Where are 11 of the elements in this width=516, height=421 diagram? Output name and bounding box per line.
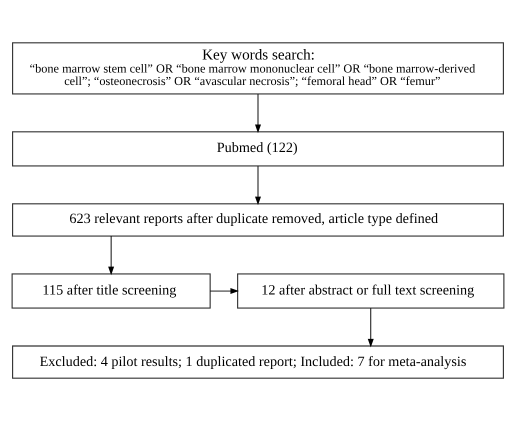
node-box: 12 after abstract or full text screening: [237, 273, 504, 309]
node-box: Excluded: 4 pilot results; 1 duplicated report; Included: 7 for meta-analysis: [12, 345, 504, 379]
node-box: 115 after title screening: [12, 273, 211, 309]
node-box: Key words search: “bone marrow stem cell” OR “bone marrow mononuclear cell” OR “bone marrow-derived cell”; “osteonecrosis” OR “avascular necrosis”; “femoral head” OR “femur”: [12, 42, 504, 95]
arrow: [255, 94, 261, 134]
arrow: [255, 166, 261, 206]
arrow: [108, 236, 114, 276]
arrow: [368, 308, 374, 348]
node-box: Pubmed (122): [12, 131, 504, 167]
node-box: 623 relevant reports after duplicate removed, article type defined: [12, 203, 504, 237]
arrow: [210, 288, 239, 294]
